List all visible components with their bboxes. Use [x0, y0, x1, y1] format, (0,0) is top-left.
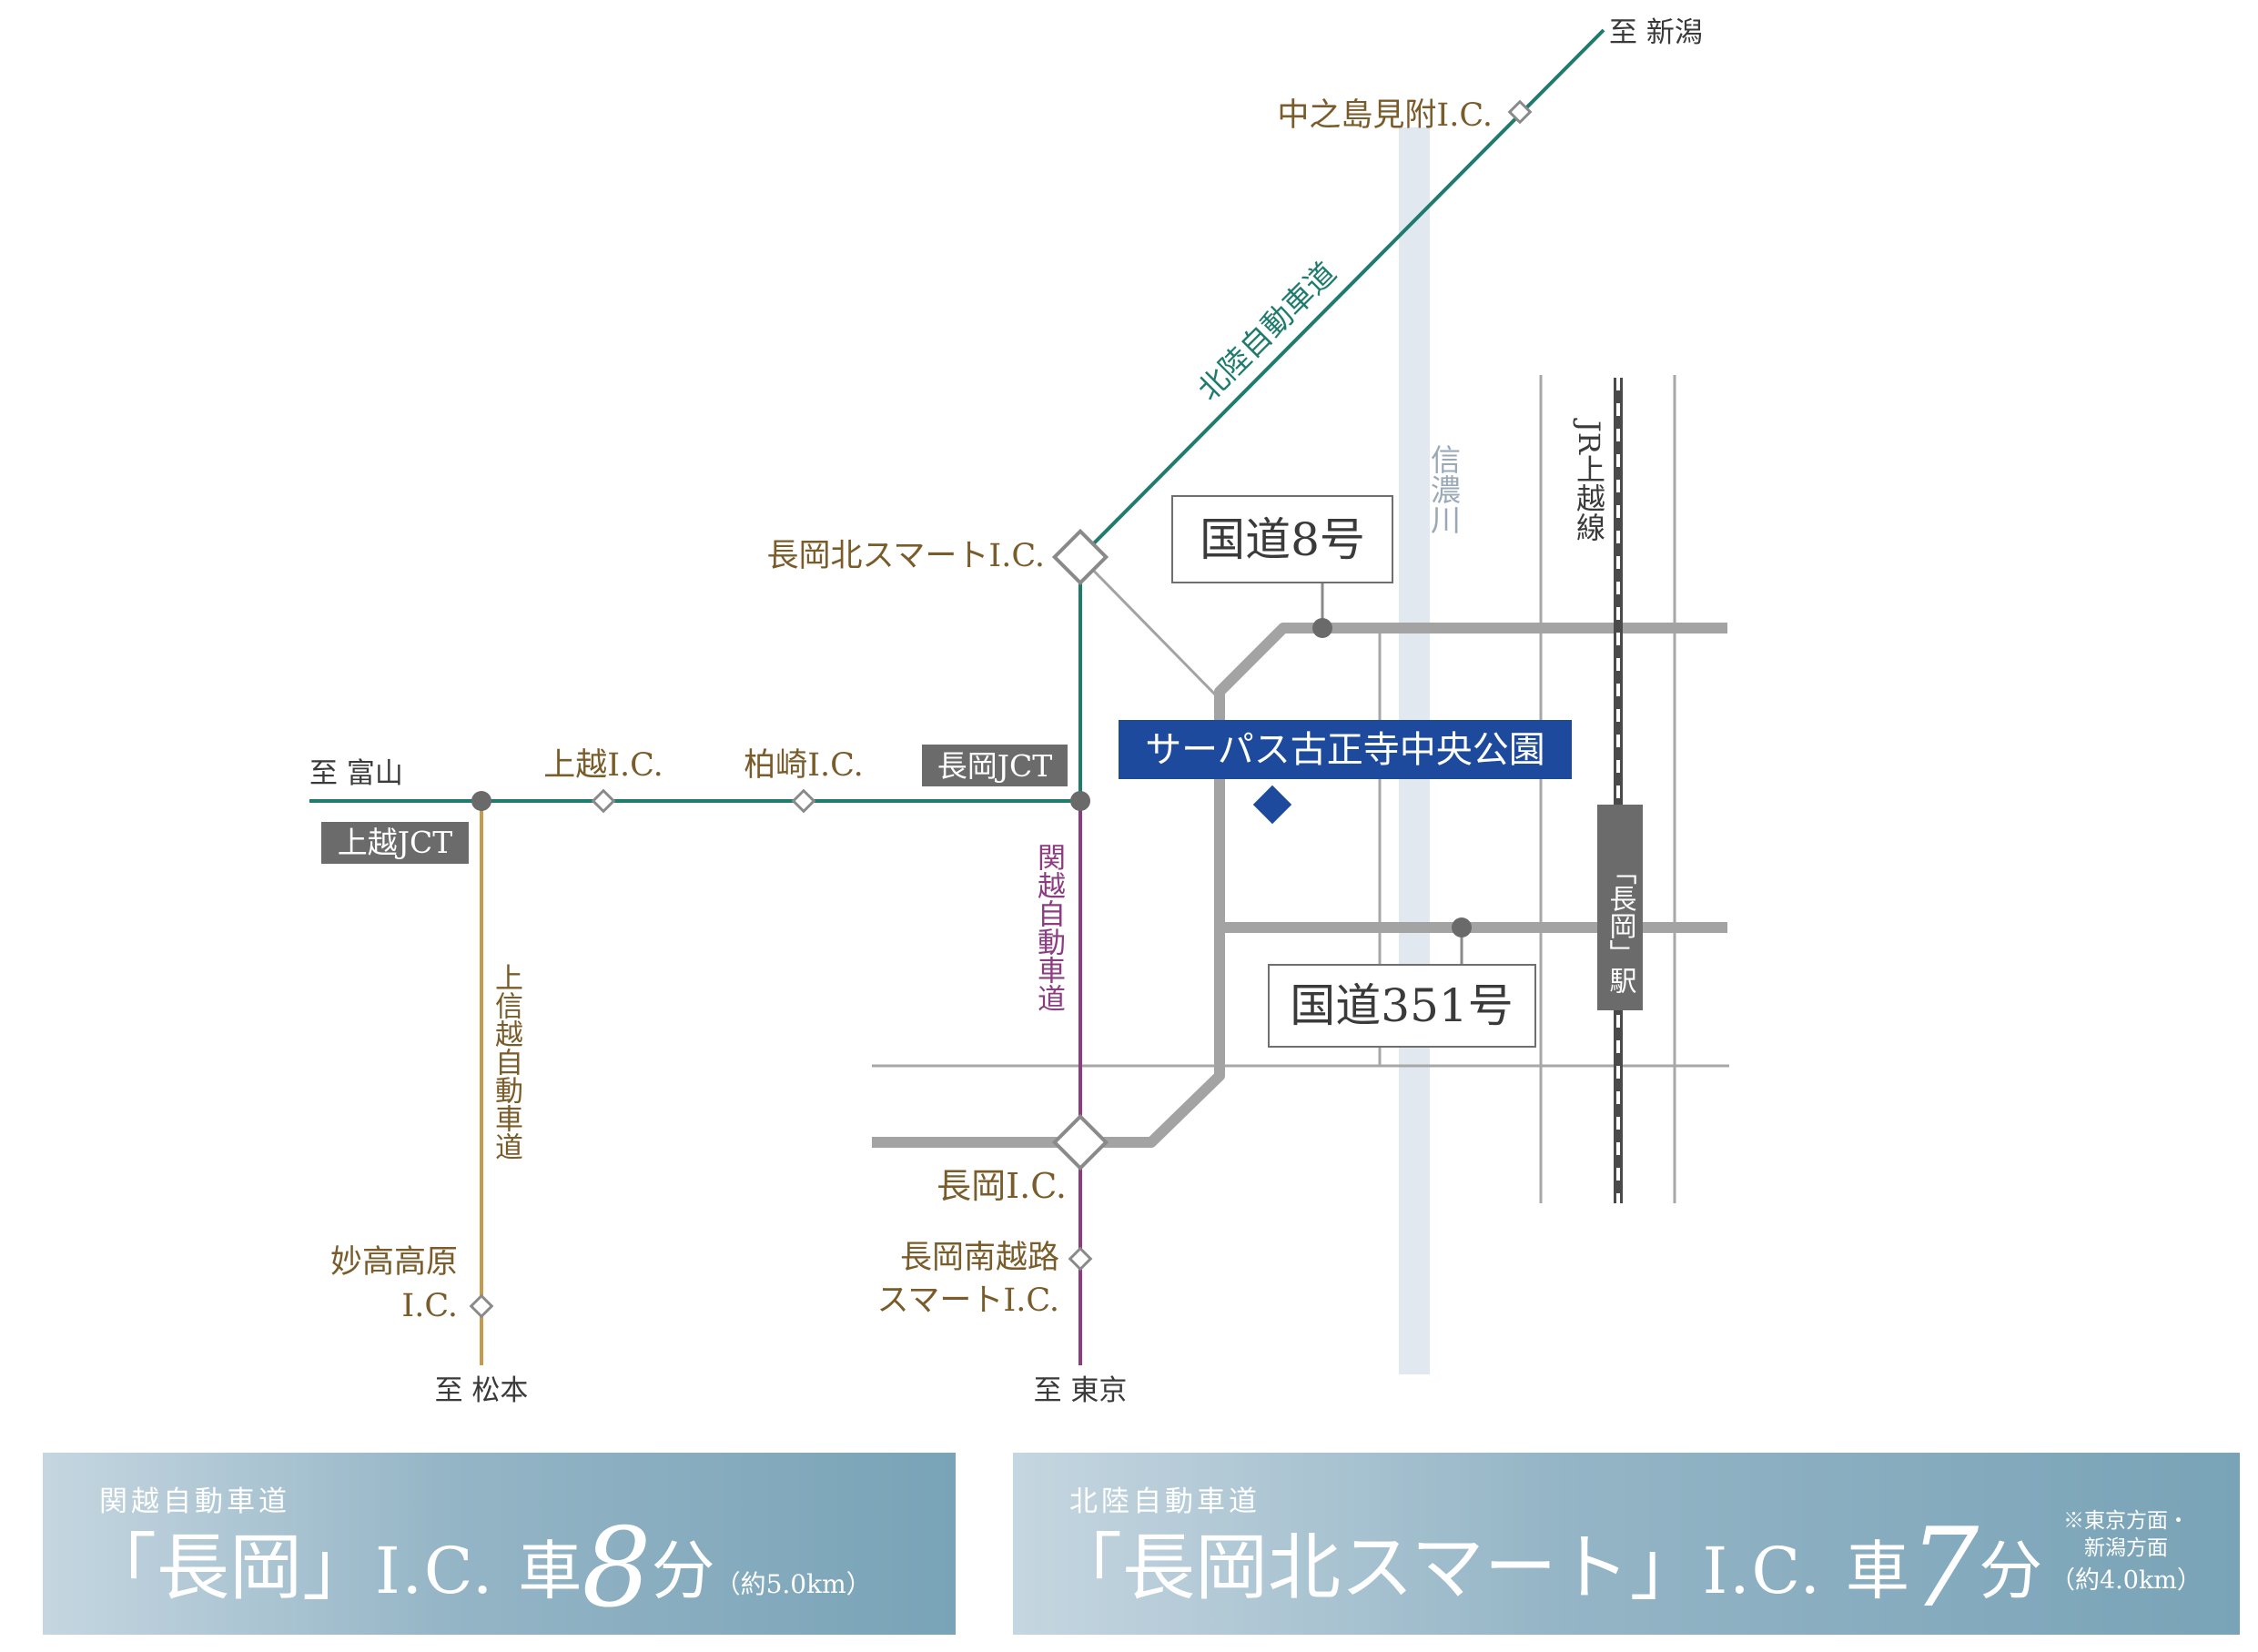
- route351-box: [1268, 964, 1536, 1048]
- myoko-ic-diamond: [469, 1293, 494, 1319]
- access-hokuriku-note: ※東京方面・ 新潟方面 （約4.0km）: [2050, 1507, 2202, 1595]
- route351-label: 国道351号: [1290, 979, 1513, 1032]
- access-kanetsu-distance: （約5.0km）: [714, 1569, 872, 1599]
- route8-dot: [1312, 618, 1332, 638]
- direction-toyama: 至 富山: [309, 757, 403, 790]
- nagaoka-kita-smart-ic-diamond: [1051, 528, 1109, 586]
- river-label: 信濃川: [1426, 444, 1462, 534]
- joetsu-ic-diamond: [591, 788, 616, 814]
- access-panel-kanetsu-sub: 関越自動車道: [99, 1485, 290, 1518]
- myoko-ic-label-2: I.C.: [401, 1288, 458, 1324]
- joshinetsu-expressway-label: 上信越自動車道: [490, 963, 523, 1160]
- local-roads: [872, 375, 1729, 1203]
- nagaoka-ic-connector: [872, 1051, 1225, 1148]
- rail-line-label: JR上越線: [1572, 418, 1606, 542]
- access-kanetsu-open: 「: [84, 1525, 157, 1610]
- access-hokuriku-ic: I.C.: [1702, 1534, 1822, 1608]
- access-kanetsu-minutes: 8: [582, 1505, 652, 1632]
- access-kanetsu-unit: 分: [651, 1534, 715, 1608]
- access-panel-kanetsu-main: 「長岡」I.C.車8分（約5.0km）: [84, 1515, 872, 1624]
- nagaoka-jct-dot: [1070, 791, 1090, 811]
- station-label: 「長岡」駅: [1605, 857, 1637, 994]
- hokuriku-expressway: [309, 28, 1605, 803]
- route8-label: 国道8号: [1200, 513, 1365, 566]
- route351-dot: [1452, 917, 1472, 937]
- nagaoka-jct-label: 長岡JCT: [937, 748, 1053, 784]
- property-label: サーパス古正寺中央公園: [1145, 729, 1545, 771]
- access-hokuriku-distance: （約4.0km）: [2050, 1566, 2202, 1595]
- myoko-ic-label-1: 妙高高原: [330, 1244, 458, 1281]
- smart-ic-connector: [1078, 555, 1219, 698]
- joetsu-jct-box: [321, 822, 469, 864]
- joetsu-ic-label: 上越I.C.: [543, 747, 663, 784]
- access-kanetsu-name: 長岡: [157, 1525, 302, 1610]
- access-hokuriku-car: 車: [1845, 1534, 1909, 1608]
- access-hokuriku-note-2: 新潟方面: [2083, 1536, 2168, 1560]
- nagaoka-ic-diamond: [1051, 1113, 1109, 1171]
- access-hokuriku-note-1: ※東京方面・: [2062, 1509, 2189, 1533]
- direction-niigata: 至 新潟: [1609, 16, 1703, 49]
- nagaoka-jct-box: [922, 745, 1068, 786]
- access-hokuriku-open: 「: [1049, 1525, 1122, 1610]
- kashiwazaki-ic-label: 柏崎I.C.: [744, 747, 864, 784]
- joetsu-jct-label: 上越JCT: [338, 825, 453, 860]
- access-panel-hokuriku: 北陸自動車道 「長岡北スマート」I.C. 車7分 ※東京方面・ 新潟方面 （約4.…: [1013, 1453, 2240, 1635]
- property-marker: [1252, 785, 1292, 825]
- nakanoshima-ic-label: 中之島見附I.C.: [1277, 97, 1493, 134]
- access-hokuriku-unit: 分: [1979, 1534, 2043, 1608]
- access-panel-hokuriku-sub: 北陸自動車道: [1069, 1485, 1261, 1518]
- access-hokuriku-minutes: 7: [1909, 1505, 1980, 1632]
- access-kanetsu-close: 」: [302, 1525, 375, 1610]
- route8-box: [1171, 495, 1393, 583]
- nagaoka-minami-ic-label-1: 長岡南越路: [900, 1240, 1059, 1276]
- direction-tokyo: 至 東京: [1034, 1374, 1128, 1407]
- nagaoka-station: [1597, 805, 1643, 1010]
- access-panel-hokuriku-main: 「長岡北スマート」I.C.車7分: [1049, 1515, 2042, 1624]
- kanetsu-expressway-label: 関越自動車道: [1032, 843, 1066, 1012]
- property-label-box: [1119, 720, 1572, 779]
- joetsu-jct-dot: [471, 791, 491, 811]
- nagaoka-minami-ic-diamond: [1068, 1246, 1093, 1272]
- direction-matsumoto: 至 松本: [435, 1374, 529, 1407]
- nagaoka-kita-smart-ic-label: 長岡北スマートI.C.: [766, 538, 1045, 574]
- kashiwazaki-ic-diamond: [791, 788, 816, 814]
- access-panel-kanetsu: 関越自動車道 「長岡」I.C. 車8分（約5.0km）: [43, 1453, 956, 1635]
- access-hokuriku-name: 長岡北スマート: [1122, 1525, 1630, 1610]
- access-kanetsu-ic: I.C.: [375, 1534, 495, 1608]
- access-kanetsu-car: 車: [518, 1534, 582, 1608]
- nakanoshima-ic-diamond: [1507, 99, 1533, 125]
- access-hokuriku-close: 」: [1629, 1525, 1703, 1610]
- hokuriku-expressway-label: 北陸自動車道: [1190, 255, 1343, 408]
- nagaoka-ic-label: 長岡I.C.: [937, 1166, 1067, 1206]
- route8-line: [1214, 623, 1727, 1051]
- nagaoka-minami-ic-label-2: スマートI.C.: [876, 1282, 1059, 1319]
